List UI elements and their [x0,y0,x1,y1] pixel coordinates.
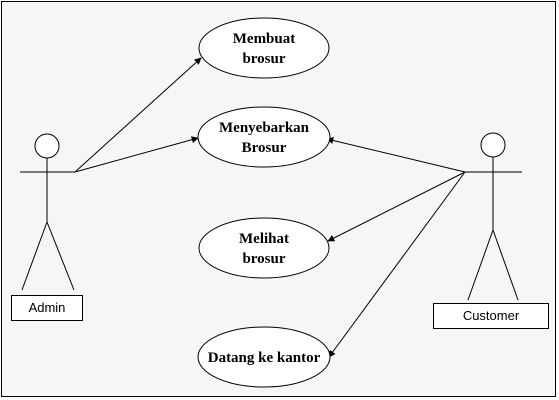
use-case-label-line: Datang ke kantor [208,350,321,366]
use-case-label-line: Brosur [242,140,287,156]
association-customer-melihat-brosur [327,171,466,242]
use-case-label-line: Melihat [239,231,289,247]
customer-actor-figure [465,132,522,301]
use-case-menyebarkan-brosur[interactable]: Menyebarkan Brosur [197,106,331,168]
use-case-label-line: Menyebarkan [219,120,310,136]
association-admin-membuat-brosur [74,57,202,173]
association-customer-datang-ke-kantor [328,171,466,358]
use-case-melihat-brosur[interactable]: Melihat brosur [198,217,330,279]
admin-actor-figure [20,133,75,291]
use-case-membuat-brosur[interactable]: Membuat brosur [198,17,330,79]
association-customer-menyebarkan-brosur [326,137,466,173]
admin-actor-label: Admin [11,295,83,321]
use-case-label-line: brosur [242,251,285,267]
association-admin-menyebarkan-brosur [74,136,199,173]
use-case-datang-ke-kantor[interactable]: Datang ke kantor [197,326,331,388]
use-case-label-line: Membuat [233,31,296,47]
customer-actor-label: Customer [433,303,549,329]
use-case-label-line: brosur [242,51,285,67]
